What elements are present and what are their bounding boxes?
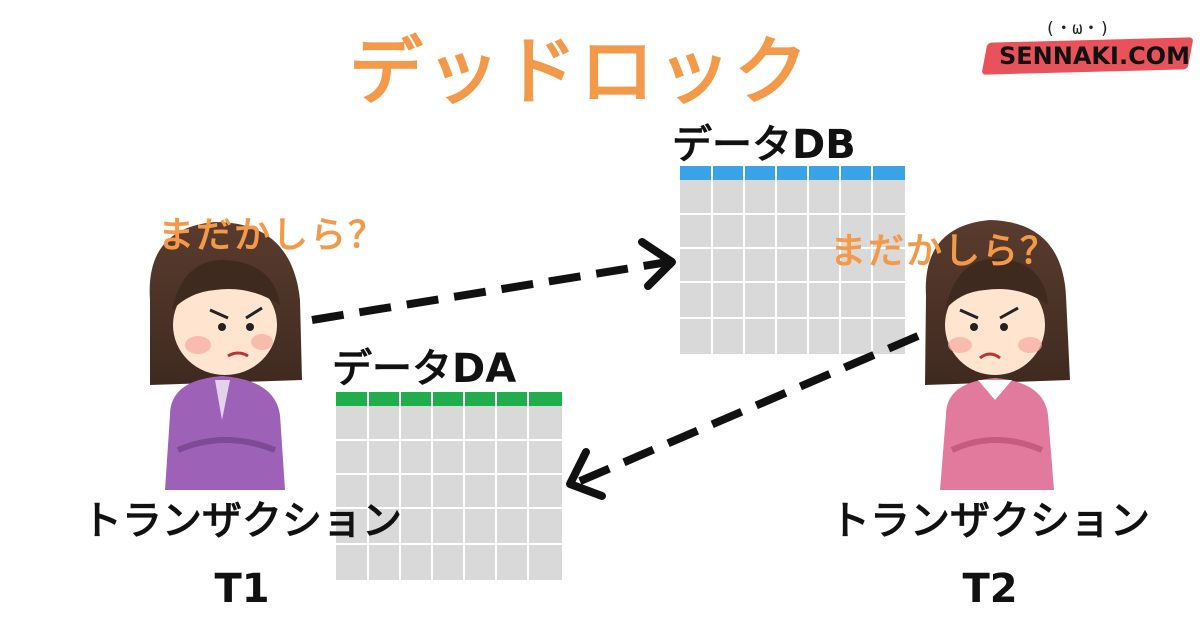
table-da-body <box>336 392 562 580</box>
table-da-header <box>336 392 562 406</box>
person-t1-illustration <box>149 222 302 490</box>
table-da-grid <box>336 392 562 580</box>
table-db-body <box>680 166 905 354</box>
logo-text: SENNAKI.COM <box>999 42 1190 70</box>
transaction-t2-name: トランザクション <box>830 498 1150 544</box>
table-da-label: データDA <box>332 346 517 392</box>
page-title: デッドロック <box>349 29 811 115</box>
person-t2-illustration <box>925 220 1070 490</box>
site-logo[interactable]: (・ω・) SENNAKI.COM <box>981 14 1194 80</box>
transaction-t2-label: トランザクション T2 <box>790 488 1190 612</box>
transaction-t2-id: T2 <box>962 566 1018 612</box>
transaction-t1-label: トランザクション T1 <box>42 488 442 612</box>
t1-speech-bubble: まだかしら？ <box>158 215 387 256</box>
logo-face: (・ω・) <box>1045 19 1110 39</box>
arrow-t2-to-da <box>566 332 920 500</box>
t2-speech-bubble: まだかしら？ <box>830 231 1059 272</box>
table-db-grid <box>680 166 905 354</box>
table-da <box>336 392 562 580</box>
table-db-label: データDB <box>672 122 856 168</box>
transaction-t1-id: T1 <box>214 566 270 612</box>
table-db <box>680 166 905 354</box>
arrow-t1-to-db <box>311 238 676 324</box>
transaction-t1-name: トランザクション <box>82 498 402 544</box>
table-db-header <box>680 166 905 180</box>
